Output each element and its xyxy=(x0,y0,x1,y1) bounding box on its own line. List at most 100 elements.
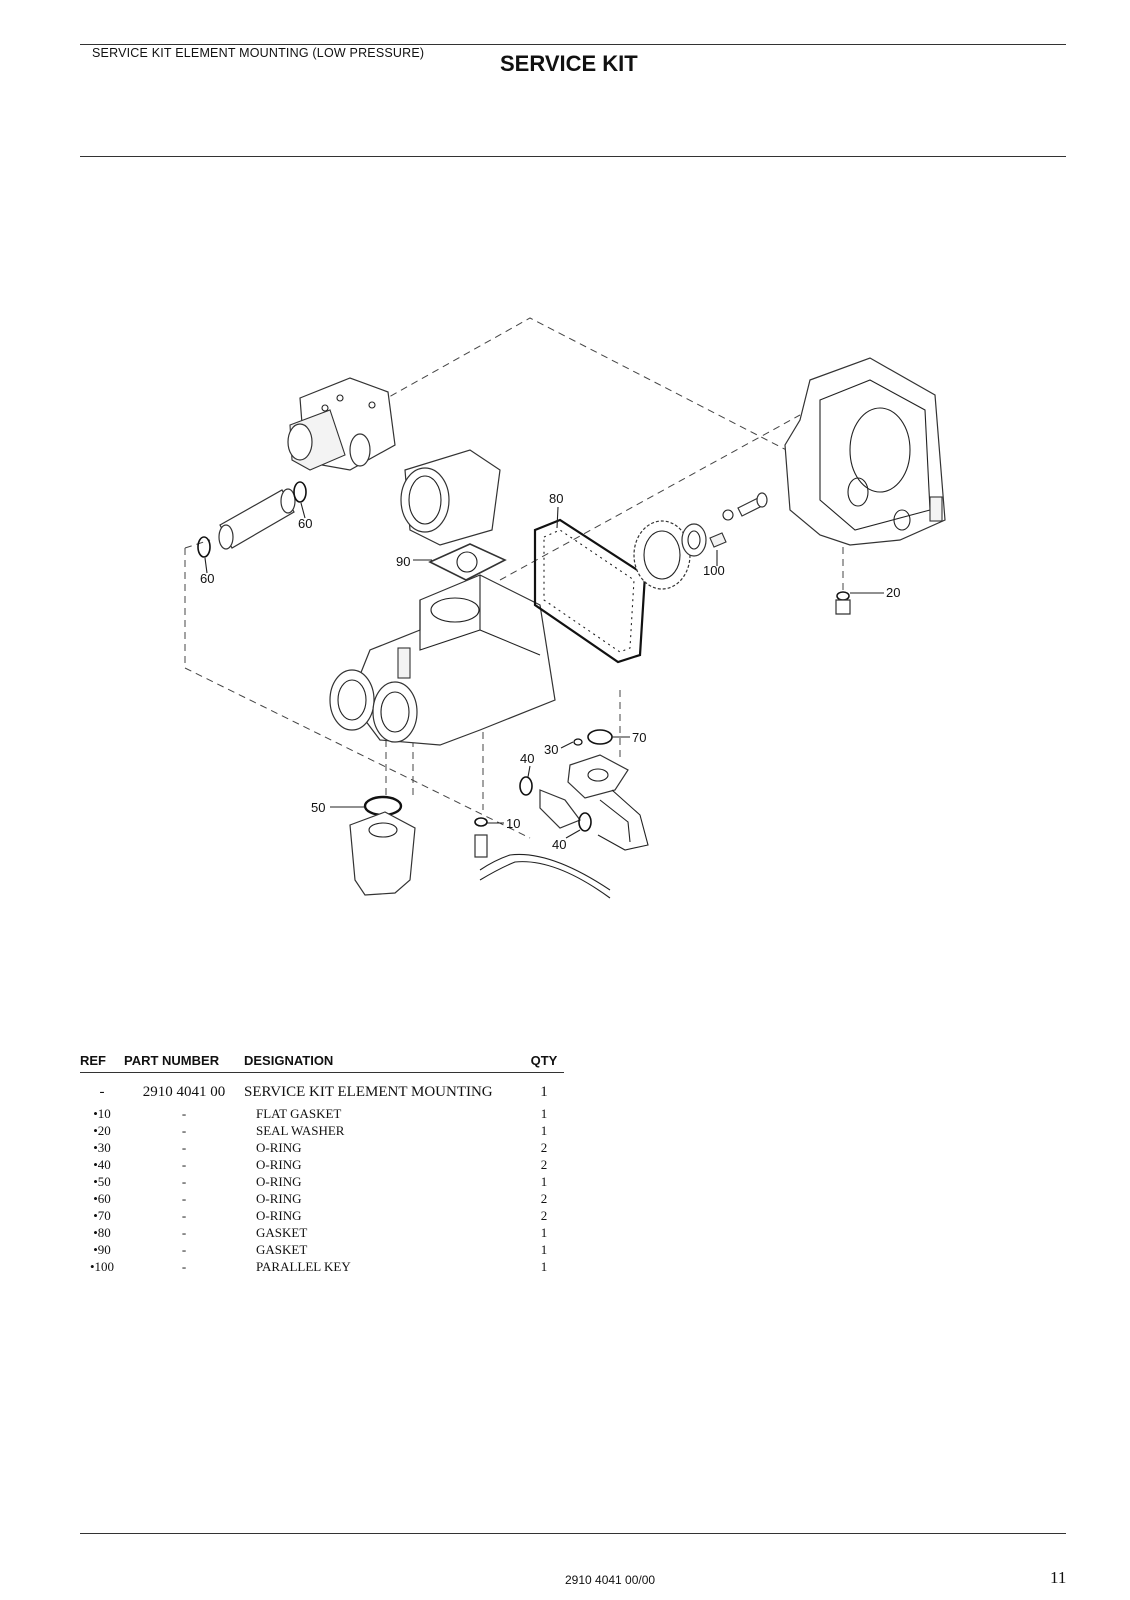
header-top-rule xyxy=(80,44,1066,45)
col-header-designation: DESIGNATION xyxy=(244,1053,524,1073)
cell-ref: •80 xyxy=(93,1224,111,1240)
cell-part-number: - xyxy=(181,1207,187,1223)
drive-gear xyxy=(633,520,707,590)
callout-30: 30 xyxy=(544,742,558,757)
cell-ref: •60 xyxy=(93,1190,111,1206)
cell-ref: •10 xyxy=(93,1105,111,1121)
cell-designation: SEAL WASHER xyxy=(256,1122,345,1138)
cell-designation: O-RING xyxy=(256,1139,302,1155)
table-row: •60 - O-RING 2 xyxy=(80,1190,564,1207)
cell-part-number: - xyxy=(181,1156,187,1172)
cell-designation: O-RING xyxy=(256,1207,302,1223)
oil-pipe-assembly xyxy=(539,754,649,851)
cell-designation: GASKET xyxy=(256,1224,308,1240)
gasket-80 xyxy=(533,518,647,664)
callout-20: 20 xyxy=(886,585,900,600)
cell-designation: GASKET xyxy=(256,1241,308,1257)
cell-qty: 1 xyxy=(540,1224,548,1240)
cell-qty: 1 xyxy=(540,1258,548,1274)
col-header-part-number: PART NUMBER xyxy=(124,1053,244,1073)
o-ring-60-lower xyxy=(197,536,211,558)
cell-part-number: - xyxy=(181,1139,187,1155)
callout-40-upper: 40 xyxy=(520,751,534,766)
section-title: SERVICE KIT ELEMENT MOUNTING (LOW PRESSU… xyxy=(92,46,425,60)
cell-part-number: - xyxy=(181,1224,187,1240)
header-bottom-rule xyxy=(80,156,1066,157)
table-row: •50 - O-RING 1 xyxy=(80,1173,564,1190)
o-ring-70 xyxy=(587,729,613,745)
compressor-element xyxy=(329,574,556,746)
callout-60-lower: 60 xyxy=(200,571,214,586)
cell-qty: 1 xyxy=(540,1105,548,1121)
cell-part-number: - xyxy=(181,1105,187,1121)
col-header-qty: QTY xyxy=(524,1053,564,1073)
cell-part-number: - xyxy=(181,1190,187,1206)
cell-qty: 2 xyxy=(540,1207,548,1223)
gasket-90 xyxy=(428,543,507,581)
callout-labels: 60 60 90 80 100 20 70 30 40 40 50 10 xyxy=(200,491,900,852)
table-row: •70 - O-RING 2 xyxy=(80,1207,564,1224)
cell-ref: •50 xyxy=(93,1173,111,1189)
bottom-flange xyxy=(349,811,416,896)
leader-lines xyxy=(204,502,884,839)
callout-40-lower: 40 xyxy=(552,837,566,852)
assembly-guide-lines xyxy=(184,317,844,839)
cell-designation: FLAT GASKET xyxy=(256,1105,342,1121)
cell-ref: •70 xyxy=(93,1207,111,1223)
callout-60-upper: 60 xyxy=(298,516,312,531)
cell-designation: O-RING xyxy=(256,1173,302,1189)
cell-ref: •40 xyxy=(93,1156,111,1172)
o-ring-60-upper xyxy=(293,481,307,503)
parallel-key-100 xyxy=(709,532,727,548)
page-number: 11 xyxy=(1050,1568,1067,1587)
callout-80: 80 xyxy=(549,491,563,506)
callout-50: 50 xyxy=(311,800,325,815)
table-row: •20 - SEAL WASHER 1 xyxy=(80,1122,564,1139)
cell-part-number: - xyxy=(181,1173,187,1189)
table-row: •30 - O-RING 2 xyxy=(80,1139,564,1156)
exploded-parts-diagram: 60 60 90 80 100 20 70 30 40 40 50 10 xyxy=(184,317,946,899)
col-header-ref: REF xyxy=(80,1053,124,1073)
cell-ref: •100 xyxy=(89,1258,115,1274)
cell-part-number: - xyxy=(181,1241,187,1257)
table-header-row: REF PART NUMBER DESIGNATION QTY xyxy=(80,1053,564,1073)
cell-designation: O-RING xyxy=(256,1190,302,1206)
cell-part-number: - xyxy=(181,1258,187,1274)
connecting-pipe xyxy=(218,488,296,550)
table-row: •10 - FLAT GASKET 1 xyxy=(80,1105,564,1122)
callout-10: 10 xyxy=(506,816,520,831)
intake-housing xyxy=(287,377,396,471)
cell-ref: •20 xyxy=(93,1122,111,1138)
cell-ref: •30 xyxy=(93,1139,111,1155)
cell-part-number: - xyxy=(181,1122,187,1138)
table-row: •80 - GASKET 1 xyxy=(80,1224,564,1241)
callout-100: 100 xyxy=(703,563,725,578)
footer-rule xyxy=(80,1533,1066,1534)
cell-qty: 2 xyxy=(540,1190,548,1206)
cell-qty: 1 xyxy=(540,1083,548,1100)
inlet-flange xyxy=(400,449,501,546)
cell-qty: 2 xyxy=(540,1139,548,1155)
cell-designation: SERVICE KIT ELEMENT MOUNTING xyxy=(244,1083,493,1100)
cell-part-number: 2910 4041 00 xyxy=(142,1083,226,1100)
cell-qty: 1 xyxy=(540,1241,548,1257)
cell-qty: 1 xyxy=(540,1122,548,1138)
callout-70: 70 xyxy=(632,730,646,745)
cell-designation: PARALLEL KEY xyxy=(256,1258,351,1274)
o-ring-40-upper xyxy=(519,776,533,796)
document-number: 2910 4041 00/00 xyxy=(565,1573,656,1587)
oil-fitting xyxy=(474,834,611,899)
flat-gasket-10 xyxy=(474,817,488,827)
parts-table: REF PART NUMBER DESIGNATION QTY - 2910 4… xyxy=(80,1053,564,1275)
cell-qty: 1 xyxy=(540,1173,548,1189)
table-row: •40 - O-RING 2 xyxy=(80,1156,564,1173)
bolt-washer xyxy=(722,492,768,521)
table-row: •90 - GASKET 1 xyxy=(80,1241,564,1258)
o-ring-40-lower xyxy=(578,812,592,832)
callout-90: 90 xyxy=(396,554,410,569)
table-row-kit: - 2910 4041 00 SERVICE KIT ELEMENT MOUNT… xyxy=(80,1073,564,1106)
cell-designation: O-RING xyxy=(256,1156,302,1172)
gear-casing xyxy=(784,357,946,546)
cell-ref: - xyxy=(99,1083,105,1100)
cell-ref: •90 xyxy=(93,1241,111,1257)
